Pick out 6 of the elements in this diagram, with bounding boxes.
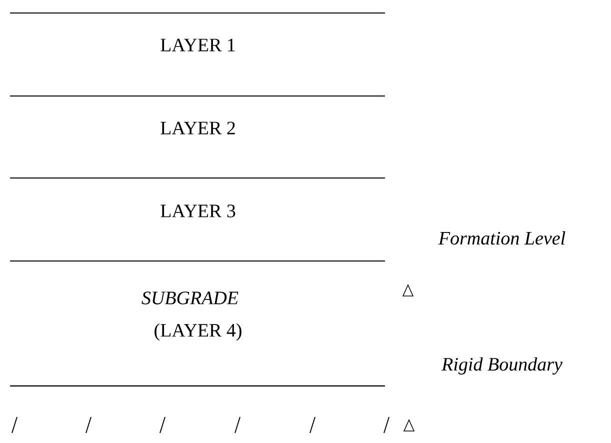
boundary-label: Formation Level [438, 231, 566, 245]
layer-label: LAYER 2 [160, 122, 235, 134]
layer-label: LAYER 3 [160, 204, 236, 218]
boundary-label: Rigid Boundary [441, 357, 562, 375]
layer-label: SUBGRADE (LAYER 4) [142, 292, 242, 341]
layer-label: LAYER 1 [160, 38, 235, 52]
